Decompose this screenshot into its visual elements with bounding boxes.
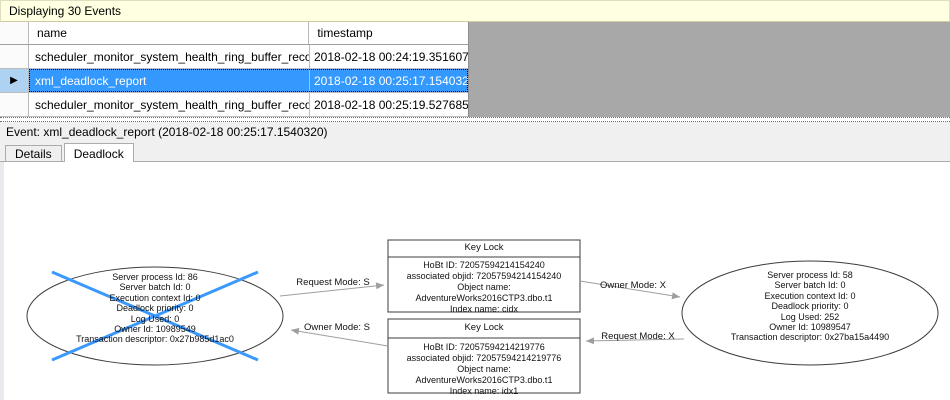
cell-event-name[interactable]: scheduler_monitor_system_health_ring_buf…: [29, 93, 310, 116]
deadlock-graph-panel: Server process Id: 86 Server batch Id: 0…: [0, 162, 950, 400]
detail-tab-strip: Details Deadlock: [0, 142, 950, 162]
events-table: name timestamp scheduler_monitor_system_…: [0, 22, 469, 117]
grid-header-row: name timestamp: [0, 22, 468, 45]
table-row[interactable]: scheduler_monitor_system_health_ring_buf…: [0, 45, 468, 69]
deadlock-graph-canvas: [26, 239, 939, 394]
lock-node-bottom-title[interactable]: Key Lock: [464, 322, 504, 333]
table-row-selected[interactable]: ▶ xml_deadlock_report 2018-02-18 00:25:1…: [0, 69, 468, 93]
events-count-label: Displaying 30 Events: [9, 4, 122, 18]
lock-node-bottom-text[interactable]: HoBt ID: 72057594214219776 associated ob…: [406, 342, 562, 396]
events-grid: name timestamp scheduler_monitor_system_…: [0, 22, 950, 117]
column-header-name[interactable]: name: [28, 22, 310, 44]
row-selector-cell[interactable]: [0, 93, 29, 116]
row-selector-cell[interactable]: [0, 45, 29, 68]
row-selector-cell[interactable]: ▶: [0, 69, 29, 92]
lock-node-top-text[interactable]: HoBt ID: 72057594214154240 associated ob…: [406, 260, 562, 314]
lock-node-top-shape: [387, 239, 581, 313]
victim-cross-line-2: [51, 270, 259, 362]
column-header-timestamp[interactable]: timestamp: [309, 22, 468, 44]
grid-corner-cell[interactable]: [0, 22, 29, 44]
selected-event-bar: Event: xml_deadlock_report (2018-02-18 0…: [0, 122, 950, 142]
edge-label-request-mode-s: Request Mode: S: [296, 276, 370, 288]
cell-event-name[interactable]: scheduler_monitor_system_health_ring_buf…: [29, 45, 310, 68]
edge-label-request-mode-x: Request Mode: X: [601, 330, 675, 342]
process-node-left-text[interactable]: Server process Id: 86 Server batch Id: 0…: [76, 272, 234, 345]
selected-event-label: Event: xml_deadlock_report (2018-02-18 0…: [6, 125, 328, 139]
cell-event-name[interactable]: xml_deadlock_report: [29, 69, 310, 92]
edge-label-owner-mode-x: Owner Mode: X: [600, 279, 666, 291]
current-row-arrow-icon: ▶: [10, 75, 18, 86]
cell-timestamp[interactable]: 2018-02-18 00:25:19.5276859: [314, 97, 468, 112]
grid-detail-splitter[interactable]: [0, 117, 950, 122]
process-node-right-text[interactable]: Server process Id: 58 Server batch Id: 0…: [730, 270, 890, 343]
edge-request-x-arrow: [585, 337, 685, 345]
tab-deadlock[interactable]: Deadlock: [63, 143, 134, 162]
table-row[interactable]: scheduler_monitor_system_health_ring_buf…: [0, 93, 468, 117]
lock-node-top-title[interactable]: Key Lock: [464, 242, 504, 253]
cell-timestamp[interactable]: 2018-02-18 00:25:17.1540320: [310, 69, 468, 92]
process-node-right-shape: [681, 260, 939, 366]
panel-left-edge: [0, 162, 4, 400]
edge-owner-s-arrow: [290, 327, 389, 347]
events-count-bar: Displaying 30 Events: [0, 0, 950, 22]
tab-details[interactable]: Details: [5, 145, 62, 161]
edge-request-s-arrow: [279, 282, 385, 297]
lock-node-bottom-shape: [387, 318, 581, 394]
edge-owner-x-arrow: [579, 280, 681, 300]
edge-label-owner-mode-s: Owner Mode: S: [304, 321, 370, 333]
cell-timestamp[interactable]: 2018-02-18 00:24:19.3516078: [314, 49, 468, 64]
